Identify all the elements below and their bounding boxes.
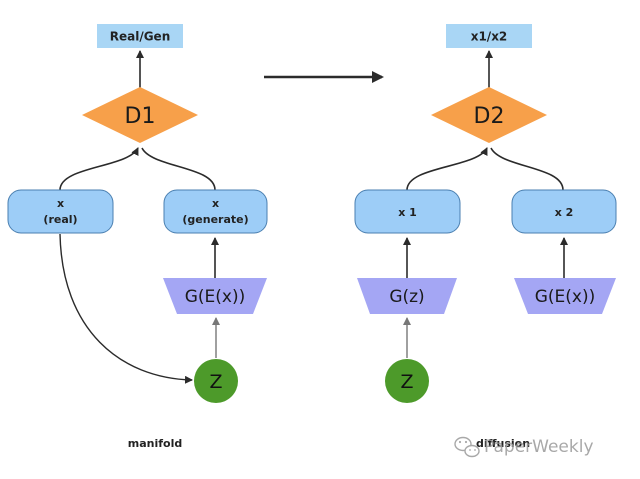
right-generator2-label: G(E(x)) (535, 287, 596, 307)
wechat-icon (454, 436, 480, 458)
right-latent-label: Z (400, 371, 413, 393)
right-arrow-x1-to-d2 (406, 147, 488, 191)
left-latent-label: Z (209, 371, 222, 393)
watermark: PaperWeekly (454, 436, 594, 458)
input-x1-box (354, 189, 461, 234)
left-generator-label: G(E(x)) (185, 287, 246, 307)
left-generator-shape (163, 278, 267, 314)
input-x2-box (511, 189, 617, 234)
left-output-box (97, 24, 183, 48)
left-arrow-generated-to-d1 (141, 147, 216, 191)
input-x1-label: x 1 (398, 206, 417, 219)
input-generated-box (163, 189, 268, 234)
transition-arrow-head (372, 71, 384, 83)
right-generator1-label: G(z) (389, 287, 424, 307)
discriminator-d2-shape (431, 87, 547, 143)
discriminator-d1-label: D1 (125, 104, 156, 129)
right-arrow-x2-to-d2 (490, 147, 564, 191)
left-output-label: Real/Gen (110, 30, 171, 44)
input-real-box (7, 189, 114, 234)
right-generator2-shape (514, 278, 616, 314)
input-generated-line2: (generate) (182, 213, 248, 226)
left-arrow-real-to-d1 (59, 147, 139, 191)
right-panel: x1/x2 D2 x 1 x 2 G(z) G(E(x)) Z diffusio… (354, 24, 617, 450)
input-generated-line1: x (212, 197, 219, 210)
watermark-text: PaperWeekly (484, 437, 594, 457)
right-output-label: x1/x2 (471, 30, 508, 44)
left-panel: Real/Gen D1 x (real) x (generate) G(E(x)… (7, 24, 268, 450)
input-real-line1: x (57, 197, 64, 210)
right-latent-circle (385, 359, 429, 403)
left-arrow-real-to-latent (59, 233, 193, 384)
discriminator-d2-label: D2 (474, 104, 505, 129)
input-real-line2: (real) (43, 213, 77, 226)
input-x2-label: x 2 (555, 206, 574, 219)
right-generator1-shape (357, 278, 457, 314)
left-latent-circle (194, 359, 238, 403)
right-caption: diffusion (476, 437, 530, 450)
left-caption: manifold (128, 437, 182, 450)
right-output-box (446, 24, 532, 48)
discriminator-d1-shape (82, 87, 198, 143)
